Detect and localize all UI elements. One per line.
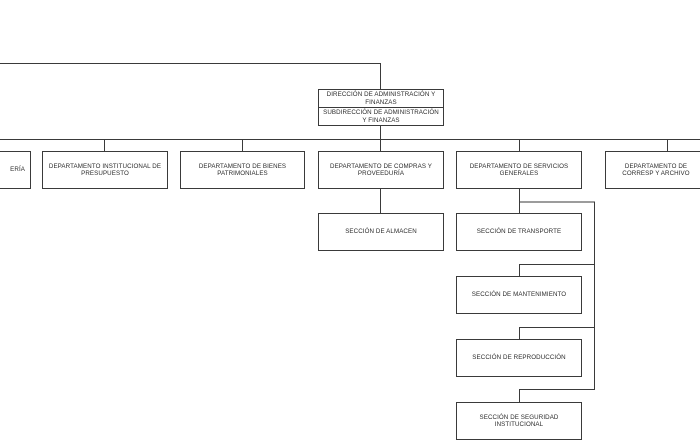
section-box-mantenimiento: SECCIÓN DE MANTENIMIENTO xyxy=(456,276,582,314)
department-label: DEPARTAMENTO DE SERVICIOS GENERALES xyxy=(469,162,569,177)
section-label: SECCIÓN DE SEGURIDAD INSTITUCIONAL xyxy=(479,413,559,428)
section-label: SECCIÓN DE ALMACEN xyxy=(345,228,417,236)
section-box-transporte: SECCIÓN DE TRANSPORTE xyxy=(456,213,582,251)
department-box-tesoreria: ERÍA xyxy=(0,151,31,189)
direccion-title: DIRECCIÓN DE ADMINISTRACIÓN Y FINANZAS xyxy=(326,91,436,106)
direccion-box: DIRECCIÓN DE ADMINISTRACIÓN Y FINANZAS S… xyxy=(318,89,444,126)
section-label: SECCIÓN DE TRANSPORTE xyxy=(476,228,562,236)
department-label: DEPARTAMENTO DE CORRESP Y ARCHIVO xyxy=(622,162,690,177)
department-box-presupuesto: DEPARTAMENTO INSTITUCIONAL DE PRESUPUEST… xyxy=(42,151,168,189)
department-label: ERÍA xyxy=(10,166,25,174)
department-label: DEPARTAMENTO INSTITUCIONAL DE PRESUPUEST… xyxy=(48,162,162,177)
section-box-seguridad: SECCIÓN DE SEGURIDAD INSTITUCIONAL xyxy=(456,402,582,440)
department-box-compras: DEPARTAMENTO DE COMPRAS Y PROVEEDURÍA xyxy=(318,151,444,189)
section-box-almacen: SECCIÓN DE ALMACEN xyxy=(318,213,444,251)
department-box-correspondencia: DEPARTAMENTO DE CORRESP Y ARCHIVO xyxy=(605,151,700,189)
section-label: SECCIÓN DE MANTENIMIENTO xyxy=(471,291,567,299)
section-label: SECCIÓN DE REPRODUCCIÓN xyxy=(472,354,566,362)
department-box-servicios: DEPARTAMENTO DE SERVICIOS GENERALES xyxy=(456,151,582,189)
department-label: DEPARTAMENTO DE COMPRAS Y PROVEEDURÍA xyxy=(330,162,432,177)
department-label: DEPARTAMENTO DE BIENES PATRIMONIALES xyxy=(198,162,287,177)
department-box-bienes: DEPARTAMENTO DE BIENES PATRIMONIALES xyxy=(180,151,305,189)
section-box-reproduccion: SECCIÓN DE REPRODUCCIÓN xyxy=(456,339,582,377)
subdireccion-title: SUBDIRECCIÓN DE ADMINISTRACIÓN Y FINANZA… xyxy=(319,107,443,125)
